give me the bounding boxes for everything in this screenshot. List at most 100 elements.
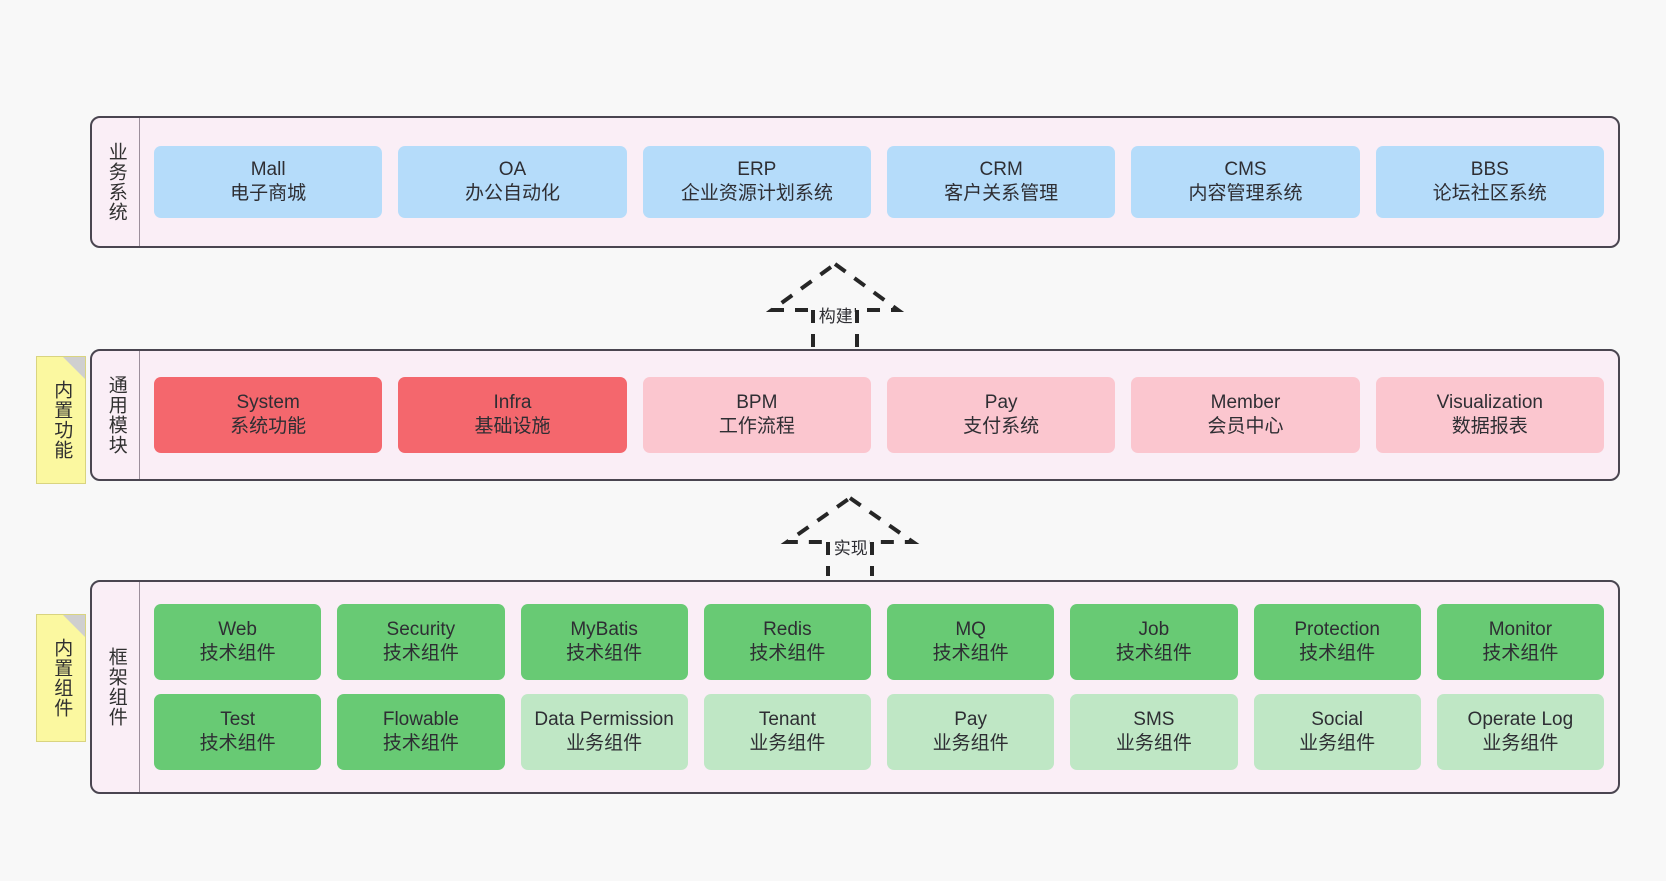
card-protection[interactable]: Protection 技术组件 [1253,604,1421,680]
generalization-arrow-icon [765,261,905,350]
card-sms[interactable]: SMS 业务组件 [1070,694,1238,770]
card-operate-log[interactable]: Operate Log 业务组件 [1436,694,1604,770]
card-subtitle: 技术组件 [1482,643,1559,664]
card-subtitle: 支付系统 [963,416,1040,437]
card-subtitle: 业务组件 [749,733,826,754]
layer-title-framework: 框架组件 [92,582,140,792]
layer-business-cards: Mall 电子商城 OA 办公自动化 ERP 企业资源计划系统 CRM 客户关系… [140,118,1618,246]
note-fold-corner-icon [63,615,85,637]
card-subtitle: 电子商城 [230,183,307,204]
connector-build: 构建 [760,258,910,350]
layer-framework-cards: Web 技术组件 Security 技术组件 MyBatis 技术组件 Redi… [140,582,1618,792]
card-title: BBS [1470,158,1509,180]
card-subtitle: 客户关系管理 [944,183,1059,204]
card-title: Member [1210,391,1281,413]
card-oa[interactable]: OA 办公自动化 [398,146,627,218]
card-flowable[interactable]: Flowable 技术组件 [337,694,505,770]
card-crm[interactable]: CRM 客户关系管理 [886,146,1116,218]
card-row: Web 技术组件 Security 技术组件 MyBatis 技术组件 Redi… [154,604,1604,680]
card-job[interactable]: Job 技术组件 [1070,604,1238,680]
card-bbs[interactable]: BBS 论坛社区系统 [1375,146,1604,218]
card-title: Web [218,618,257,640]
card-infra[interactable]: Infra 基础设施 [398,377,627,453]
card-title: MQ [955,618,986,640]
card-title: MyBatis [570,618,638,640]
card-subtitle: 企业资源计划系统 [680,183,833,204]
card-visualization[interactable]: Visualization 数据报表 [1375,377,1604,453]
layer-common-cards: System 系统功能 Infra 基础设施 BPM 工作流程 Pay 支付系统… [140,351,1618,479]
generalization-arrow-icon [780,495,920,576]
card-title: ERP [737,158,777,180]
card-mq[interactable]: MQ 技术组件 [887,604,1055,680]
card-title: Test [220,708,256,730]
card-mybatis[interactable]: MyBatis 技术组件 [520,604,688,680]
card-cms[interactable]: CMS 内容管理系统 [1131,146,1360,218]
card-title: Operate Log [1467,708,1574,730]
note-builtin-component-label: 内置组件 [51,638,73,718]
card-web[interactable]: Web 技术组件 [154,604,322,680]
card-test[interactable]: Test 技术组件 [154,694,322,770]
layer-framework-components: 框架组件 Web 技术组件 Security 技术组件 MyBatis 技术组件… [90,580,1620,794]
card-subtitle: 业务组件 [1115,733,1192,754]
card-mall[interactable]: Mall 电子商城 [154,146,383,218]
card-subtitle: 技术组件 [932,643,1009,664]
card-title: CMS [1224,158,1267,180]
card-bpm[interactable]: BPM 工作流程 [642,377,871,453]
card-title: CRM [979,158,1023,180]
card-title: Monitor [1488,618,1553,640]
connector-implement-label: 实现 [831,534,870,559]
card-subtitle: 办公自动化 [464,183,560,204]
card-subtitle: 业务组件 [1299,733,1376,754]
card-subtitle: 技术组件 [382,733,459,754]
card-subtitle: 技术组件 [199,733,276,754]
card-title: OA [498,158,527,180]
card-title: Mall [250,158,286,180]
card-pay-module[interactable]: Pay 支付系统 [886,377,1116,453]
card-title: Visualization [1436,391,1543,413]
card-data-permission[interactable]: Data Permission 业务组件 [520,694,688,770]
layer-title-business-text: 业务系统 [105,142,127,222]
card-subtitle: 会员中心 [1207,416,1284,437]
card-social[interactable]: Social 业务组件 [1253,694,1421,770]
layer-title-common: 通用模块 [92,351,140,479]
card-subtitle: 业务组件 [932,733,1009,754]
card-tenant[interactable]: Tenant 业务组件 [703,694,871,770]
connector-build-label: 构建 [816,302,855,327]
card-erp[interactable]: ERP 企业资源计划系统 [642,146,871,218]
card-title: Redis [763,618,812,640]
card-subtitle: 技术组件 [566,643,643,664]
note-fold-corner-icon [63,357,85,379]
layer-title-business: 业务系统 [92,118,140,246]
card-subtitle: 工作流程 [718,416,795,437]
card-subtitle: 论坛社区系统 [1432,183,1547,204]
card-redis[interactable]: Redis 技术组件 [703,604,871,680]
note-builtin-function: 内置功能 [36,356,86,484]
card-subtitle: 系统功能 [230,416,307,437]
card-subtitle: 内容管理系统 [1188,183,1303,204]
card-title: Security [386,618,456,640]
card-title: Data Permission [534,708,674,730]
card-row: Test 技术组件 Flowable 技术组件 Data Permission … [154,694,1604,770]
card-subtitle: 技术组件 [1115,643,1192,664]
card-subtitle: 业务组件 [1482,733,1559,754]
card-subtitle: 技术组件 [749,643,826,664]
card-security[interactable]: Security 技术组件 [337,604,505,680]
connector-implement: 实现 [775,492,925,576]
card-title: Job [1138,618,1170,640]
card-title: Pay [954,708,987,730]
card-title: Tenant [758,708,816,730]
card-subtitle: 业务组件 [566,733,643,754]
card-subtitle: 技术组件 [199,643,276,664]
card-system[interactable]: System 系统功能 [154,377,383,453]
card-title: BPM [736,391,778,413]
card-monitor[interactable]: Monitor 技术组件 [1436,604,1604,680]
note-builtin-function-label: 内置功能 [51,380,73,460]
card-pay-component[interactable]: Pay 业务组件 [887,694,1055,770]
card-title: Infra [493,391,532,413]
card-title: SMS [1133,708,1175,730]
card-title: Protection [1294,618,1380,640]
card-title: System [236,391,300,413]
card-member[interactable]: Member 会员中心 [1131,377,1360,453]
card-row: Mall 电子商城 OA 办公自动化 ERP 企业资源计划系统 CRM 客户关系… [154,146,1604,218]
